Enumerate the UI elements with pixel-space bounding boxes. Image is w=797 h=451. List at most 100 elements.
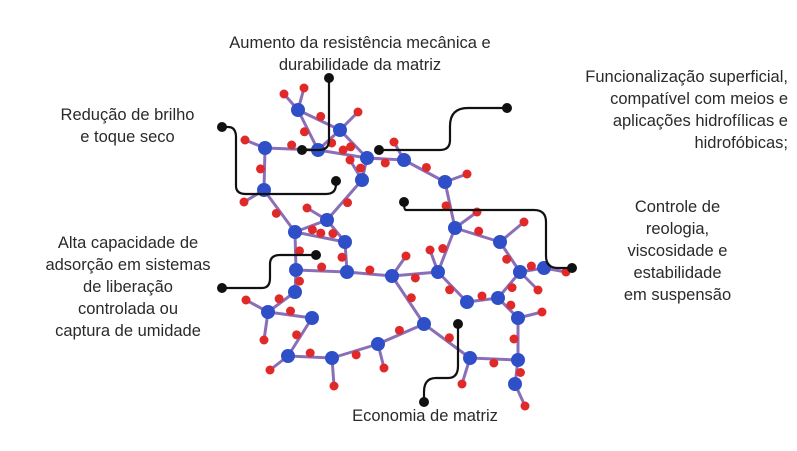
oxygen-atom	[259, 335, 269, 345]
oxygen-atom	[394, 325, 404, 335]
oxygen-atom	[329, 381, 339, 391]
silicon-atom	[463, 351, 477, 365]
oxygen-atom	[302, 203, 312, 213]
oxygen-atom	[299, 83, 309, 93]
oxygen-atom	[519, 217, 529, 227]
leader-functionalization	[377, 106, 509, 152]
silicon-atom	[320, 213, 334, 227]
silicon-atom	[417, 317, 431, 331]
silicon-atom	[385, 269, 399, 283]
label-surface-functionalization: Funcionalização superficial, compatível …	[585, 68, 788, 152]
label-matrix-economy: Economia de matriz	[352, 407, 498, 425]
silicon-atom	[511, 353, 525, 367]
oxygen-atom	[346, 142, 356, 152]
oxygen-atom	[299, 127, 309, 137]
oxygen-atom	[338, 145, 348, 155]
oxygen-atom	[292, 330, 302, 340]
oxygen-atom	[533, 285, 543, 295]
leader-rheology	[402, 201, 574, 270]
silicon-atom	[338, 235, 352, 249]
leader-start-dot	[217, 122, 227, 132]
oxygen-atom	[265, 365, 275, 375]
silicon-atom	[288, 225, 302, 239]
leader-start-dot	[217, 283, 227, 293]
oxygen-atom	[337, 252, 347, 262]
oxygen-atom	[274, 294, 284, 304]
oxygen-atom	[316, 228, 326, 238]
oxygen-atom	[410, 273, 420, 283]
oxygen-atom	[351, 350, 361, 360]
oxygen-atom	[343, 198, 353, 208]
oxygen-atom	[401, 251, 411, 261]
silicon-atom	[508, 377, 522, 391]
oxygen-atom	[537, 307, 547, 317]
leader-start-dot	[324, 73, 334, 83]
silicon-atom	[360, 151, 374, 165]
silicon-atom	[448, 221, 462, 235]
oxygen-atom	[515, 367, 525, 377]
leader-mechanical	[300, 76, 331, 152]
oxygen-atom	[507, 283, 517, 293]
oxygen-atom	[441, 201, 451, 211]
oxygen-atom	[241, 295, 251, 305]
oxygen-atom	[345, 155, 355, 165]
oxygen-atom	[317, 262, 327, 272]
oxygen-atom	[438, 244, 448, 254]
oxygen-atom	[445, 285, 455, 295]
oxygen-atom	[472, 207, 482, 217]
oxygen-atom	[444, 333, 454, 343]
oxygen-atom	[421, 162, 431, 172]
oxygen-atom	[294, 246, 304, 256]
silicon-atom	[340, 265, 354, 279]
leader-lines	[217, 73, 577, 407]
oxygen-atom	[279, 89, 289, 99]
oxygen-atom	[520, 401, 530, 411]
oxygen-atom	[356, 163, 366, 173]
silicon-atom	[397, 153, 411, 167]
silicon-atom	[281, 349, 295, 363]
label-adsorption-capacity: Alta capacidade de adsorção em sistemas …	[45, 234, 211, 340]
oxygen-atom	[239, 197, 249, 207]
oxygen-atom	[489, 358, 499, 368]
silicon-atom	[355, 173, 369, 187]
oxygen-atom	[457, 379, 467, 389]
label-gloss-reduction: Redução de brilho e toque seco	[60, 106, 195, 146]
leader-gloss	[220, 125, 338, 196]
silicon-atom	[291, 103, 305, 117]
silicon-atom	[491, 291, 505, 305]
oxygen-atom	[389, 137, 399, 147]
silicon-atom	[258, 141, 272, 155]
silicon-atom	[493, 235, 507, 249]
oxygen-atom	[406, 293, 416, 303]
oxygen-atom	[271, 208, 281, 218]
silicon-atom	[513, 265, 527, 279]
oxygen-atom	[502, 254, 512, 264]
oxygen-atom	[294, 276, 304, 286]
leader-start-dot	[502, 103, 512, 113]
leader-gloss-endpoint	[331, 176, 341, 186]
silicon-atom	[289, 263, 303, 277]
oxygen-atom	[509, 334, 519, 344]
oxygen-atom	[506, 300, 516, 310]
silicon-atom	[288, 285, 302, 299]
oxygen-atom	[256, 164, 266, 174]
oxygen-atom	[353, 107, 363, 117]
label-mechanical-resistance: Aumento da resistência mecânica e durabi…	[229, 34, 491, 74]
silicon-atom	[333, 123, 347, 137]
leader-adsorption	[220, 253, 318, 290]
oxygen-atom	[305, 348, 315, 358]
silicon-atom	[261, 305, 275, 319]
leader-start-dot	[567, 263, 577, 273]
oxygen-atom	[328, 229, 338, 239]
silicon-atom	[371, 337, 385, 351]
leader-mechanical-endpoint	[297, 145, 307, 155]
silicon-atom	[431, 265, 445, 279]
oxygen-atom	[380, 158, 390, 168]
oxygen-atom	[316, 111, 326, 121]
oxygen-atom	[286, 306, 296, 316]
silicon-atom	[460, 295, 474, 309]
silicon-atom	[305, 311, 319, 325]
leader-economy-endpoint	[453, 319, 463, 329]
leader-adsorption-endpoint	[311, 250, 321, 260]
